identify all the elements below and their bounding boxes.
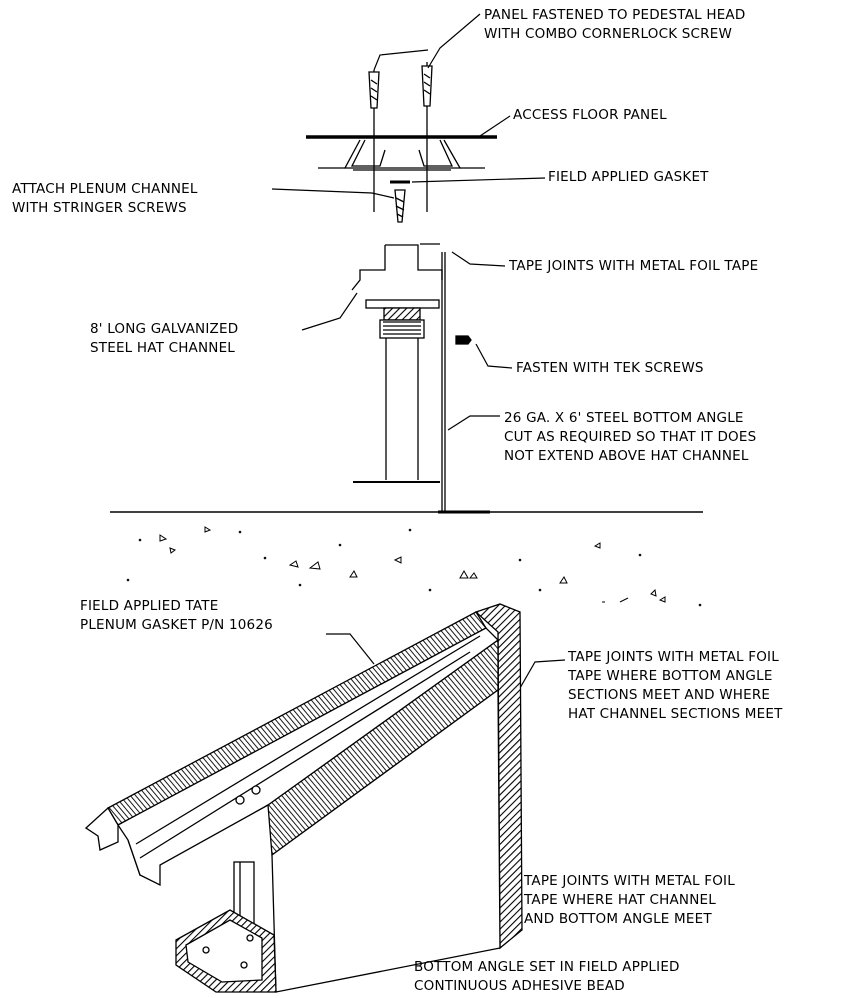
callout-line: STEEL HAT CHANNEL <box>90 340 236 356</box>
isometric-assembly <box>84 603 523 993</box>
tek-screw <box>455 335 472 345</box>
callout-line: FIELD APPLIED GASKET <box>548 169 709 185</box>
callout-line: CONTINUOUS ADHESIVE BEAD <box>414 978 625 994</box>
callout-line: 26 GA. X 6' STEEL BOTTOM ANGLE <box>504 410 744 426</box>
callout-line: BOTTOM ANGLE SET IN FIELD APPLIED <box>414 959 680 975</box>
callout-line: TAPE JOINTS WITH METAL FOIL <box>568 649 779 665</box>
callout-tek-screws: FASTEN WITH TEK SCREWS <box>516 359 704 378</box>
callout-line: AND BOTTOM ANGLE MEET <box>524 911 712 927</box>
callout-tape-sections: TAPE JOINTS WITH METAL FOIL TAPE WHERE B… <box>568 648 783 724</box>
stringer-screw <box>394 189 406 223</box>
callout-line: WITH STRINGER SCREWS <box>12 200 187 216</box>
callout-line: ATTACH PLENUM CHANNEL <box>12 181 198 197</box>
callout-line: WITH COMBO CORNERLOCK SCREW <box>484 26 732 42</box>
screw-head-2 <box>251 785 261 795</box>
callout-foil-tape: TAPE JOINTS WITH METAL FOIL TAPE <box>509 257 758 276</box>
callout-line: FASTEN WITH TEK SCREWS <box>516 360 704 376</box>
pedestal-iso <box>175 861 277 993</box>
pedestal <box>353 299 440 483</box>
callout-line: HAT CHANNEL SECTIONS MEET <box>568 706 783 722</box>
callout-bottom-angle: 26 GA. X 6' STEEL BOTTOM ANGLE CUT AS RE… <box>504 409 756 466</box>
callout-line: TAPE JOINTS WITH METAL FOIL <box>524 873 735 889</box>
callout-stringer-screws: ATTACH PLENUM CHANNEL WITH STRINGER SCRE… <box>12 180 198 218</box>
callout-adhesive-bead: BOTTOM ANGLE SET IN FIELD APPLIED CONTIN… <box>414 958 680 996</box>
callout-line: ACCESS FLOOR PANEL <box>513 107 667 123</box>
callout-plenum-gasket: FIELD APPLIED TATE PLENUM GASKET P/N 106… <box>80 597 273 635</box>
pedestal-head <box>318 139 485 171</box>
callout-line: TAPE WHERE HAT CHANNEL <box>524 892 716 908</box>
callout-line: SECTIONS MEET AND WHERE <box>568 687 771 703</box>
cornerlock-screw-right <box>421 62 433 212</box>
callout-tape-hat-bottom: TAPE JOINTS WITH METAL FOIL TAPE WHERE H… <box>524 872 735 929</box>
callout-line: PLENUM GASKET P/N 10626 <box>80 617 273 633</box>
cornerlock-screw-left <box>368 70 380 212</box>
hat-channel-section <box>351 243 446 512</box>
callout-hat-channel: 8' LONG GALVANIZED STEEL HAT CHANNEL <box>90 320 238 358</box>
callout-field-gasket: FIELD APPLIED GASKET <box>548 168 709 187</box>
callout-line: NOT EXTEND ABOVE HAT CHANNEL <box>504 448 749 464</box>
concrete-aggregate <box>126 526 702 607</box>
callout-line: TAPE JOINTS WITH METAL FOIL TAPE <box>509 258 759 274</box>
callout-line: TAPE WHERE BOTTOM ANGLE <box>568 668 773 684</box>
callout-line: CUT AS REQUIRED SO THAT IT DOES <box>504 429 757 445</box>
callout-line: PANEL FASTENED TO PEDESTAL HEAD <box>484 7 746 23</box>
screw-head-1 <box>235 795 245 805</box>
callout-line: 8' LONG GALVANIZED <box>90 321 239 337</box>
callout-line: FIELD APPLIED TATE <box>80 598 219 614</box>
callout-access-floor-panel: ACCESS FLOOR PANEL <box>513 106 667 125</box>
callout-panel-screw: PANEL FASTENED TO PEDESTAL HEAD WITH COM… <box>484 6 745 44</box>
